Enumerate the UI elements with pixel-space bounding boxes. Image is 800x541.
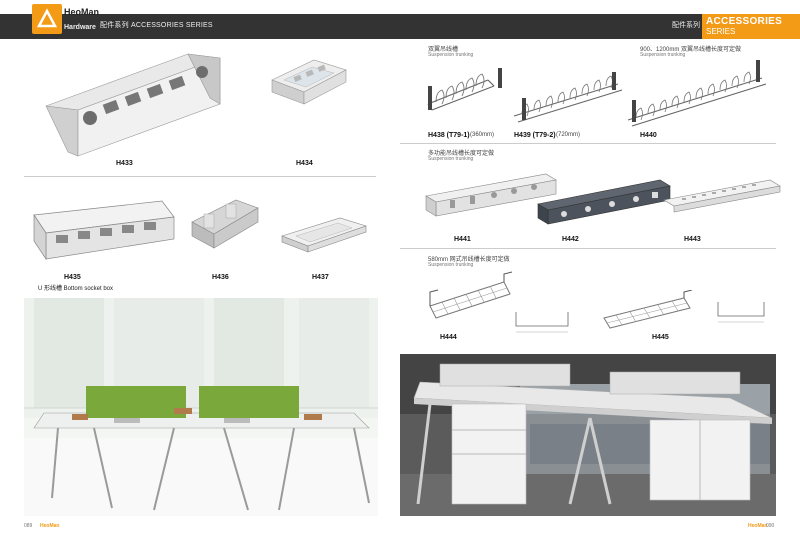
footer-left-brand: HeoMan (40, 523, 60, 529)
product-h433-image (45, 53, 221, 157)
product-size-h439: (720mm) (556, 132, 581, 138)
office-desk-photo-left (24, 298, 378, 516)
product-h437-image (281, 217, 367, 253)
product-code-h445: H445 (652, 334, 669, 341)
product-code-h436: H436 (212, 274, 229, 281)
product-code-h443: H443 (684, 236, 701, 243)
product-size-h438: (360mm) (470, 132, 495, 138)
product-h441-image (425, 173, 557, 217)
divider-left-1 (24, 176, 376, 177)
accessories-title: ACCESSORIES (706, 16, 783, 27)
h444-profile-drawing (515, 312, 569, 333)
brand-logo-icon (32, 4, 62, 34)
footer-right-page: 090 (766, 523, 775, 529)
section3-title-en: Suspension trunking (428, 262, 474, 268)
brand-name: HeoMan (64, 7, 100, 17)
header-bar (0, 14, 800, 39)
u-box-label: U 形线槽 Bottom socket box (38, 286, 114, 292)
product-h442-image (537, 179, 671, 225)
product-h436-image (191, 199, 259, 249)
product-h435-image (33, 200, 175, 261)
brand-subtitle: Hardware (64, 24, 96, 31)
product-code-h434: H434 (296, 160, 313, 167)
h445-profile-drawing (717, 302, 765, 323)
footer-left-page: 089 (24, 523, 33, 529)
section1-note: 900、1200mm 双翼吊线槽长度可定做 (640, 47, 742, 53)
section1-title-cn: 双翼吊线槽 (428, 47, 459, 53)
product-code-h442: H442 (562, 236, 579, 243)
footer-right-brand: HeoMan (748, 523, 768, 529)
product-code-h444: H444 (440, 334, 457, 341)
product-h434-image (271, 59, 347, 105)
divider-right-1 (400, 143, 776, 144)
divider-right-2 (400, 248, 776, 249)
product-h438-image (427, 68, 502, 111)
product-h445-image (603, 290, 693, 329)
accessories-series: SERIES (706, 27, 736, 36)
product-h439-image (513, 72, 623, 123)
office-desk-photo-right (400, 354, 776, 516)
product-code-h433: H433 (116, 160, 133, 167)
section1-note-en: Suspension trunking (640, 52, 686, 58)
product-code-h435: H435 (64, 274, 81, 281)
product-code-h439: H439 (T79-2) (514, 132, 556, 139)
accessories-badge (702, 14, 800, 39)
product-h443-image (663, 179, 781, 213)
product-code-h438: H438 (T79-1) (428, 132, 470, 139)
section2-title-en: Suspension trunking (428, 156, 474, 162)
product-code-h440: H440 (640, 132, 657, 139)
section3-title-cn: 580mm 网式吊线槽长度可定做 (428, 257, 510, 263)
product-code-h441: H441 (454, 236, 471, 243)
header-right-cn: 配件系列 (672, 22, 700, 29)
header-left-title: 配件系列 ACCESSORIES SERIES (100, 22, 213, 29)
product-h444-image (429, 271, 513, 319)
section2-title-cn: 多功能吊线槽长度可定做 (428, 151, 495, 157)
product-code-h437: H437 (312, 274, 329, 281)
product-h440-image (627, 60, 767, 127)
section1-title-en: Suspension trunking (428, 52, 474, 58)
